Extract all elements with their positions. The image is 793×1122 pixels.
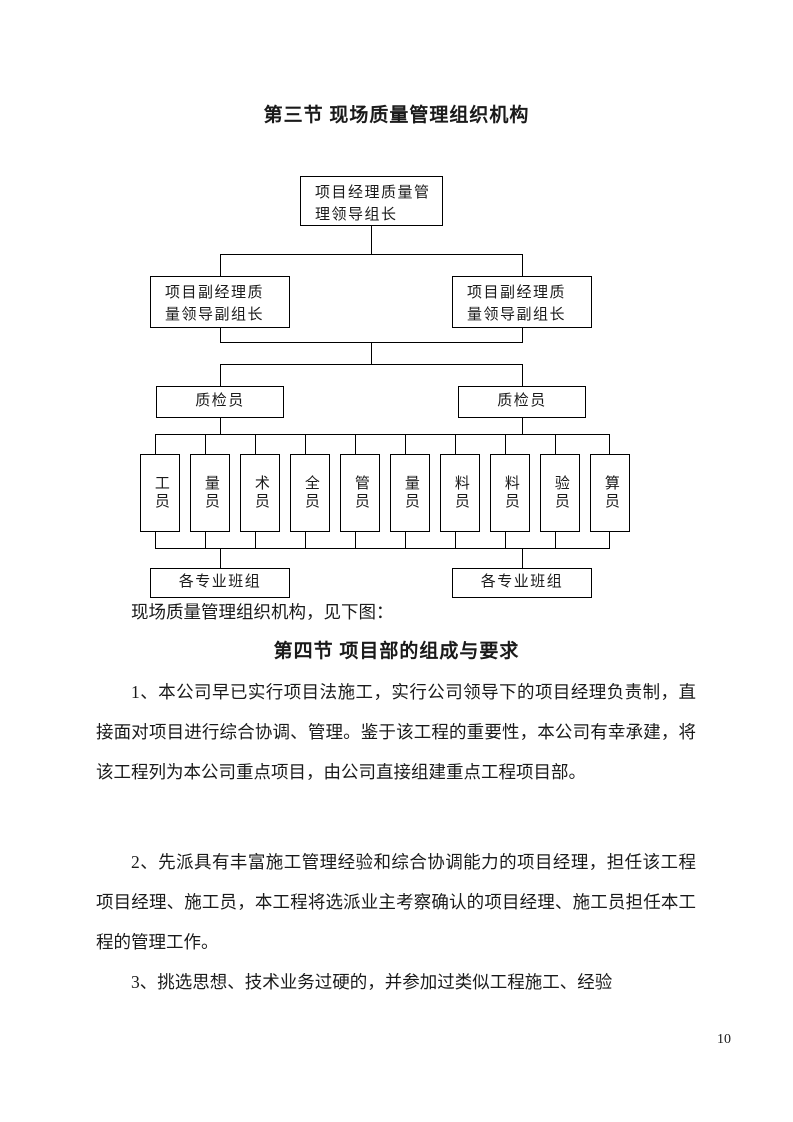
org-node-level2-left: 项目副经理质量领导副组长 xyxy=(150,276,290,328)
paragraph-1: 1、本公司早已实行项目法施工，实行公司领导下的项目经理负责制，直接面对项目进行综… xyxy=(96,682,696,782)
org-node-level1: 项目经理质量管理领导组长 xyxy=(300,176,443,226)
page-number: 10 xyxy=(717,1032,731,1047)
connector-l4-drop-1 xyxy=(155,434,157,454)
connector-l5-riser-9 xyxy=(555,532,557,548)
org-node-level4-6: 量员 xyxy=(390,454,430,532)
paragraph-2: 2、先派具有丰富施工管理经验和综合协调能力的项目经理，担任该工程项目经理、施工员… xyxy=(96,852,696,952)
section-three-heading: 第三节 现场质量管理组织机构 xyxy=(263,105,530,126)
org-node-level2-right: 项目副经理质量领导副组长 xyxy=(452,276,592,328)
connector-l3-bus xyxy=(155,434,610,436)
org-node-level4-5: 管员 xyxy=(340,454,380,532)
org-node-level4-10: 算员 xyxy=(590,454,630,532)
connector-l1-stem xyxy=(371,226,373,254)
connector-l5-riser-4 xyxy=(305,532,307,548)
org-node-level3-left: 质检员 xyxy=(156,386,284,418)
org-node-level4-1: 工员 xyxy=(140,454,180,532)
connector-l5-riser-3 xyxy=(255,532,257,548)
chart-caption: 现场质量管理组织机构，见下图： xyxy=(131,602,394,622)
connector-l5-bus xyxy=(155,548,610,550)
org-node-level4-9: 验员 xyxy=(540,454,580,532)
connector-l2-stem-right xyxy=(522,328,524,342)
connector-l5-riser-5 xyxy=(355,532,357,548)
org-node-level4-8: 料员 xyxy=(490,454,530,532)
paragraph-3: 3、挑选思想、技术业务过硬的，并参加过类似工程施工、经验 xyxy=(131,972,613,992)
org-node-level5-left: 各专业班组 xyxy=(150,568,290,598)
connector-l4-drop-6 xyxy=(405,434,407,454)
org-node-level4-3: 术员 xyxy=(240,454,280,532)
connector-l5-riser-10 xyxy=(609,532,611,548)
connector-l2-drop-left xyxy=(220,364,222,386)
org-node-level4-4: 全员 xyxy=(290,454,330,532)
org-node-level3-right: 质检员 xyxy=(458,386,586,418)
connector-l1-drop-left xyxy=(220,254,222,276)
connector-l1-drop-right xyxy=(522,254,524,276)
connector-l4-drop-10 xyxy=(609,434,611,454)
connector-l4-drop-8 xyxy=(505,434,507,454)
connector-l2-middle-link xyxy=(371,342,373,364)
quality-management-org-chart: 项目经理质量管理领导组长 项目副经理质量领导副组长 项目副经理质量领导副组长 质… xyxy=(0,160,793,598)
connector-l1-bus xyxy=(220,254,523,256)
connector-l5-riser-8 xyxy=(505,532,507,548)
connector-l4-drop-2 xyxy=(205,434,207,454)
connector-l2-bus-lower xyxy=(220,364,523,366)
connector-l4-drop-4 xyxy=(305,434,307,454)
org-node-level5-right: 各专业班组 xyxy=(452,568,592,598)
connector-l2-drop-right xyxy=(522,364,524,386)
connector-l5-riser-2 xyxy=(205,532,207,548)
connector-l5-riser-1 xyxy=(155,532,157,548)
connector-l4-drop-5 xyxy=(355,434,357,454)
section-four-heading: 第四节 项目部的组成与要求 xyxy=(273,641,520,662)
connector-l4-drop-3 xyxy=(255,434,257,454)
connector-l5-drop-right xyxy=(522,548,524,568)
connector-l5-drop-left xyxy=(220,548,222,568)
connector-l5-riser-7 xyxy=(455,532,457,548)
connector-l2-stem-left xyxy=(220,328,222,342)
org-node-level4-7: 料员 xyxy=(440,454,480,532)
connector-l5-riser-6 xyxy=(405,532,407,548)
connector-l3-stem-right xyxy=(522,418,524,434)
connector-l4-drop-7 xyxy=(455,434,457,454)
connector-l4-drop-9 xyxy=(555,434,557,454)
org-node-level4-2: 量员 xyxy=(190,454,230,532)
connector-l3-stem-left xyxy=(220,418,222,434)
